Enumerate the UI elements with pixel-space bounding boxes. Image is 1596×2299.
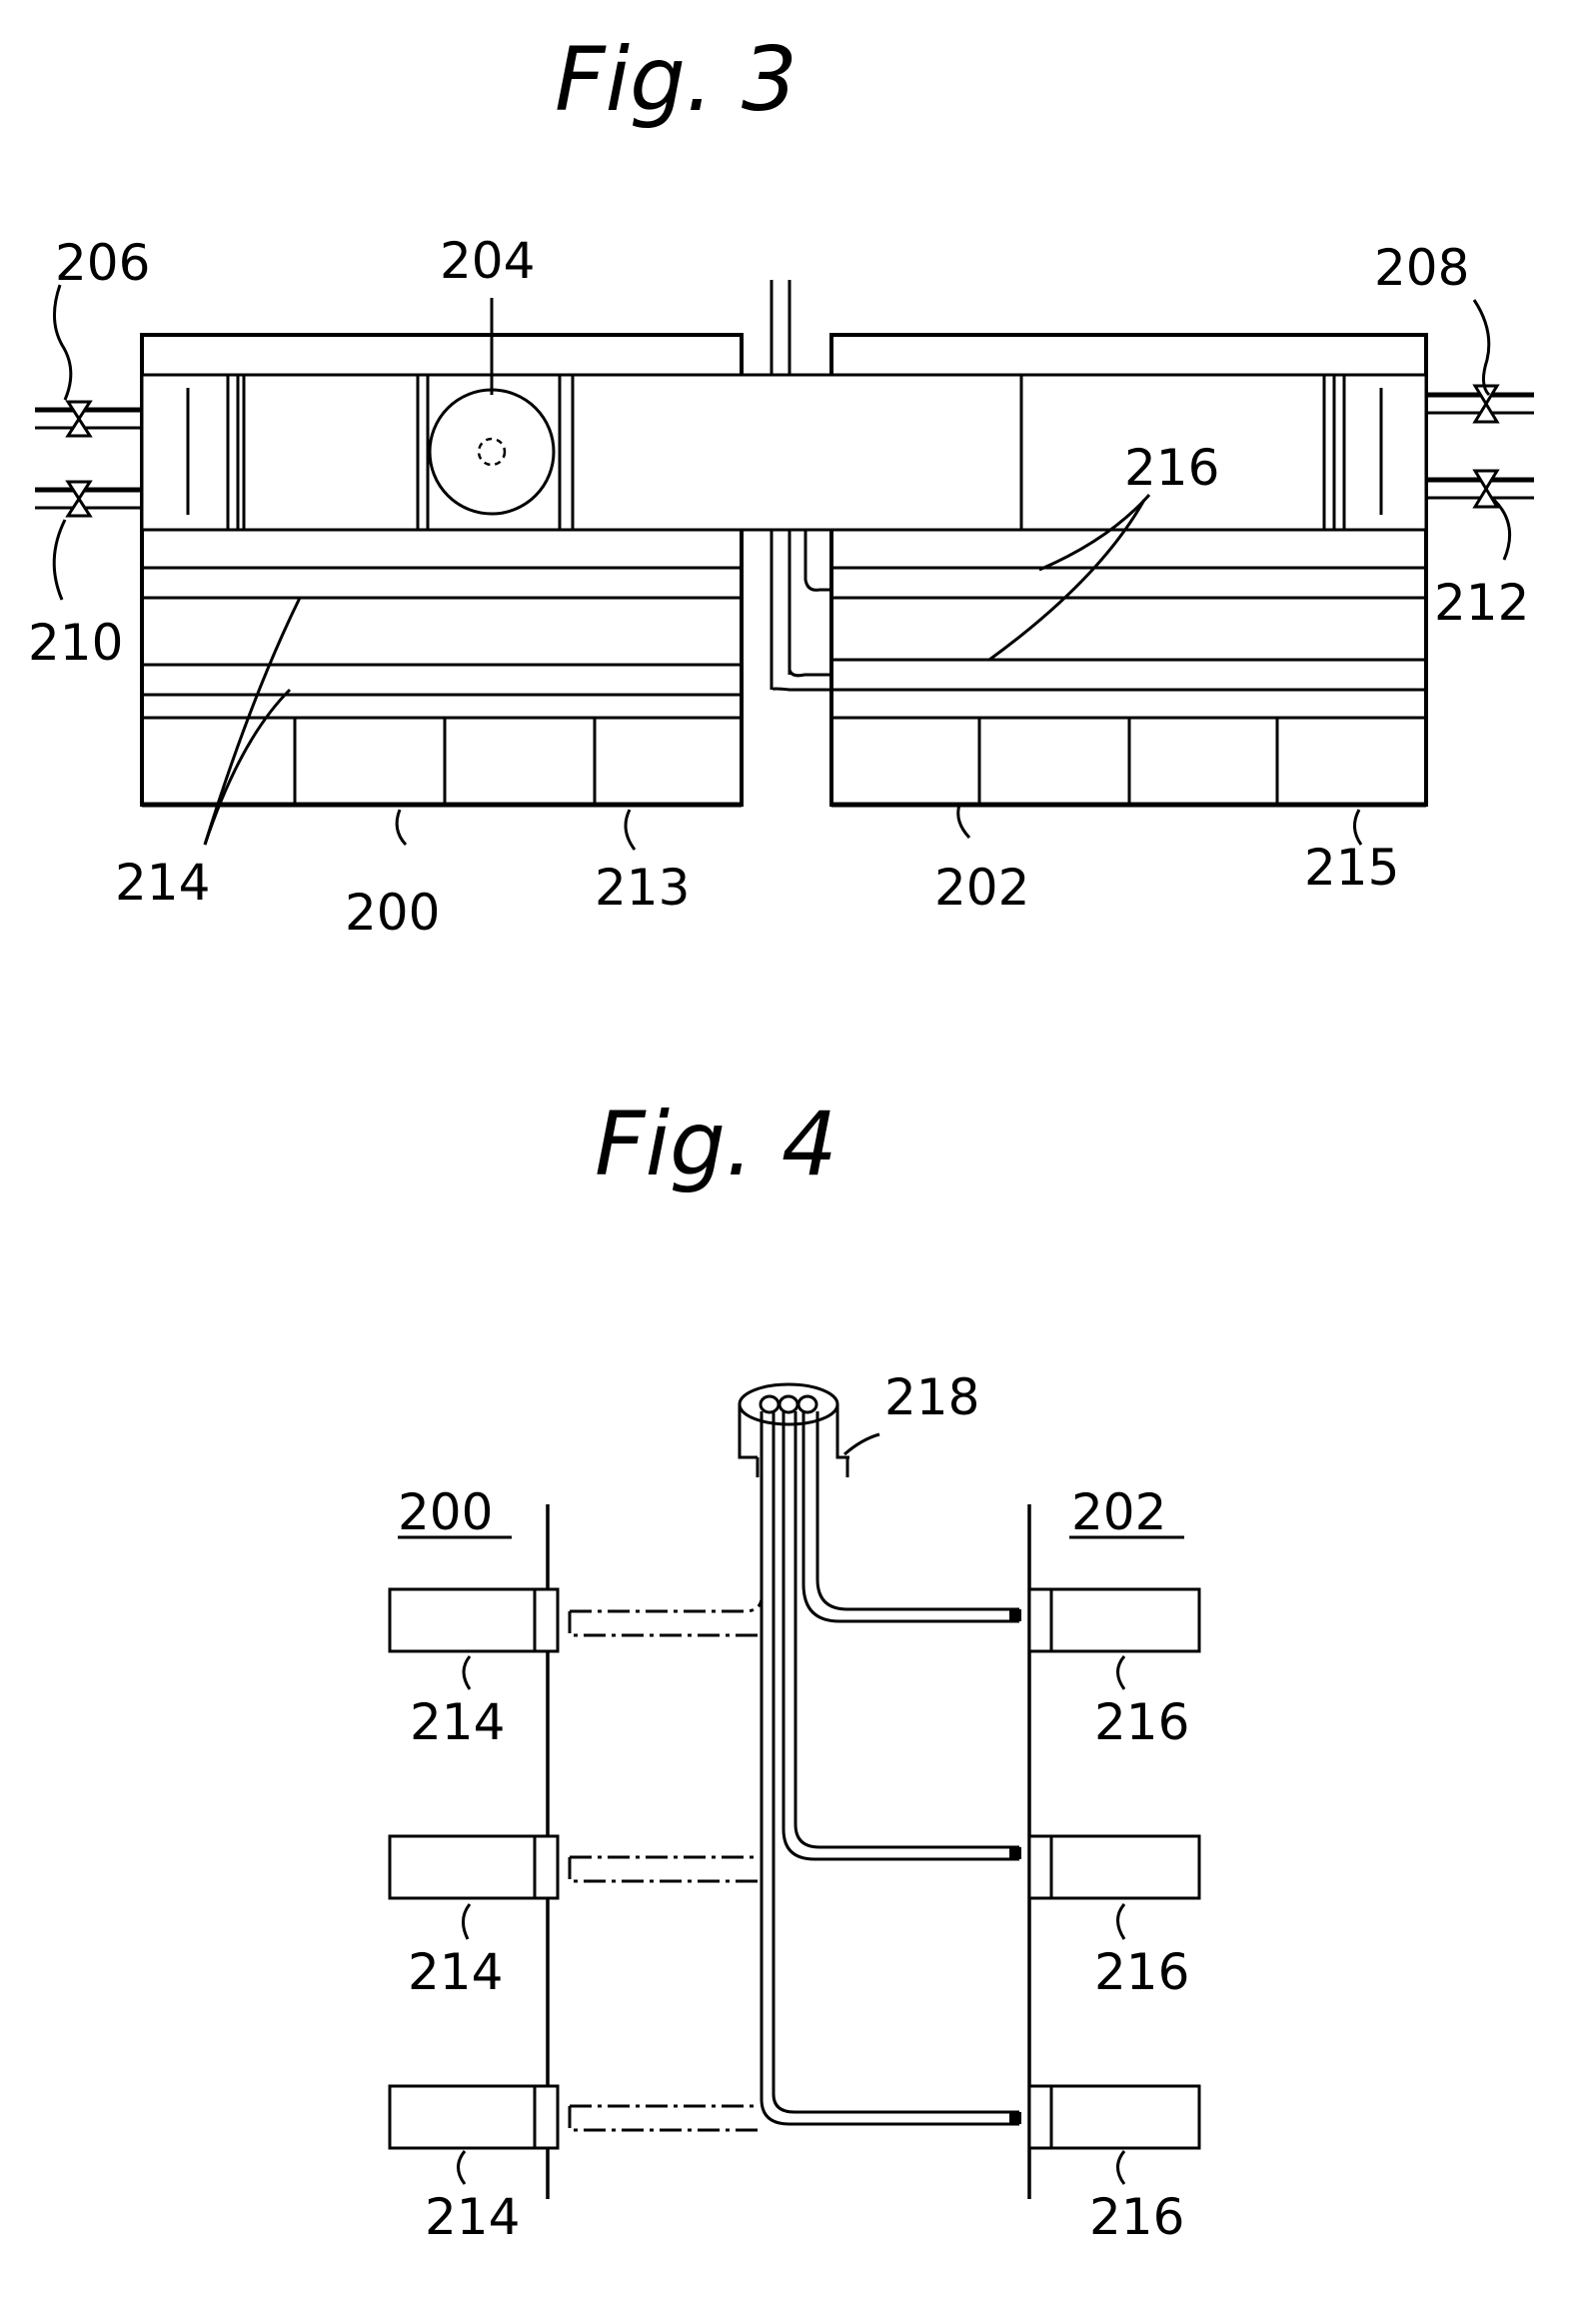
figure-3-title: Fig. 3 — [555, 28, 798, 131]
label-214-fig4-b: 214 — [408, 1943, 503, 2001]
filters-216 — [1029, 1589, 1199, 2148]
left-end-section — [142, 375, 573, 530]
label-218: 218 — [884, 1368, 979, 1426]
label-204: 204 — [440, 232, 535, 290]
figure-4-title: Fig. 4 — [595, 1093, 837, 1195]
label-213: 213 — [595, 859, 690, 917]
label-212: 212 — [1434, 574, 1529, 632]
label-202-fig4: 202 — [1071, 1483, 1166, 1541]
valve-208 — [1426, 386, 1534, 422]
right-end-section — [1324, 375, 1426, 530]
label-215: 215 — [1304, 839, 1399, 897]
label-200-fig4: 200 — [398, 1483, 493, 1541]
label-214-fig4-c: 214 — [425, 2188, 520, 2246]
valve-210 — [35, 482, 142, 516]
valve-206 — [35, 402, 142, 436]
label-206: 206 — [55, 234, 150, 292]
label-216-fig3: 216 — [1124, 439, 1219, 497]
pipe-bundle — [762, 1411, 1021, 2124]
label-210: 210 — [28, 614, 123, 672]
fig4-leader-lines — [459, 1434, 1125, 2184]
label-214-fig4-a: 214 — [410, 1693, 505, 1751]
label-216-fig4-b: 216 — [1094, 1943, 1189, 2001]
label-202-fig3: 202 — [934, 859, 1029, 917]
filters-214 — [390, 1589, 558, 2148]
label-214-fig3: 214 — [115, 854, 210, 912]
label-216-fig4-c: 216 — [1089, 2188, 1184, 2246]
label-216-fig4-a: 216 — [1094, 1693, 1189, 1751]
figure-3-diagram — [35, 280, 1534, 850]
valve-212 — [1426, 471, 1534, 507]
label-200-fig3: 200 — [345, 884, 440, 942]
connecting-duct — [572, 280, 1021, 690]
label-208: 208 — [1374, 239, 1469, 297]
left-connections — [570, 1599, 762, 2130]
